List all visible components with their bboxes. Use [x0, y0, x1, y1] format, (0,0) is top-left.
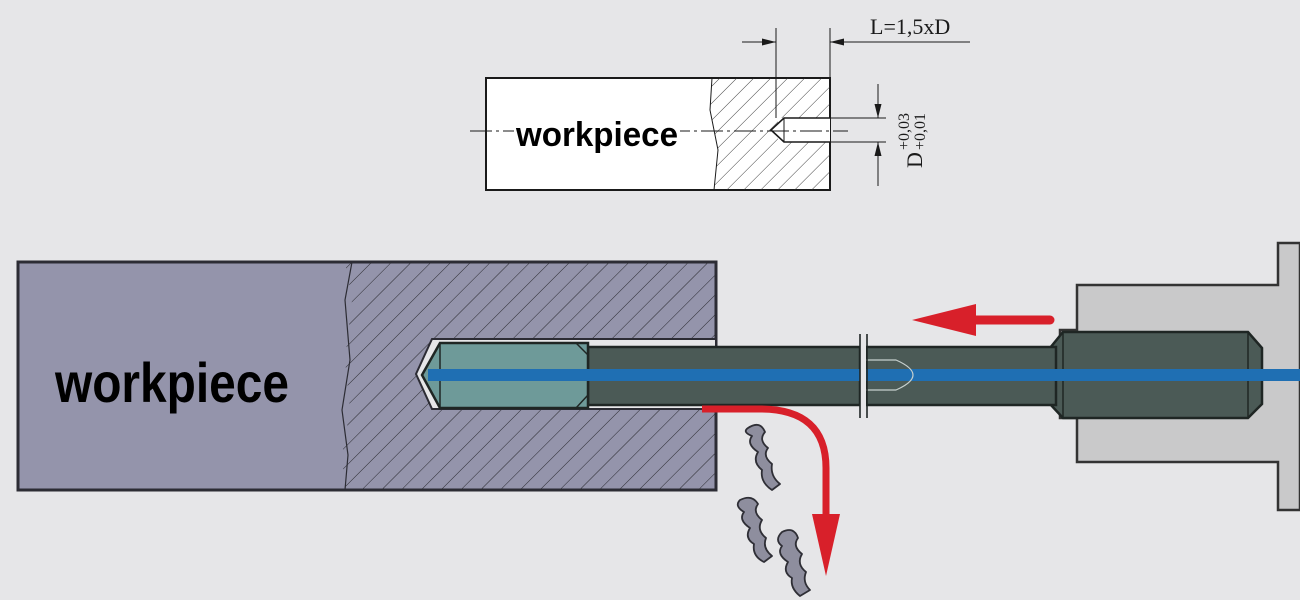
dimension-arrow-right [830, 38, 844, 46]
chip-2 [736, 496, 773, 563]
feed-arrow-head [912, 304, 976, 336]
chip-1 [744, 423, 781, 491]
top-hole-cavity [778, 118, 830, 142]
dimension-arrow-left [762, 38, 776, 46]
diameter-arrow-top [874, 104, 882, 118]
chip-flow-arrow-shaft [702, 405, 830, 520]
tool-break-gap [860, 340, 866, 412]
tolerance-upper: +0,03 [896, 113, 913, 150]
top-technical-drawing: L=1,5xD D +0,03 +0,01 workpiece [470, 14, 970, 191]
tolerance-lower: +0,01 [912, 113, 929, 150]
coolant-channel-inlet [866, 359, 914, 391]
main-workpiece-label: workpiece [54, 351, 289, 414]
length-dimension-label: L=1,5xD [870, 14, 950, 39]
top-break-line [709, 77, 719, 191]
top-workpiece-label: workpiece [515, 116, 678, 154]
diameter-symbol: D [902, 152, 927, 168]
chip-flow-arrow-head [812, 514, 840, 576]
chips-group [736, 423, 811, 597]
top-hole-outline [769, 117, 830, 143]
curved-arrow-down-icon [702, 405, 840, 576]
diameter-tolerance-annotation: D +0,03 +0,01 [896, 113, 929, 168]
main-drilling-illustration: workpiece [16, 241, 1300, 597]
arrow-left-icon [912, 304, 1055, 336]
chip-3 [777, 529, 811, 597]
top-label-backdrop [514, 114, 680, 150]
diameter-arrow-bottom [874, 142, 882, 156]
main-break-line [341, 261, 353, 491]
